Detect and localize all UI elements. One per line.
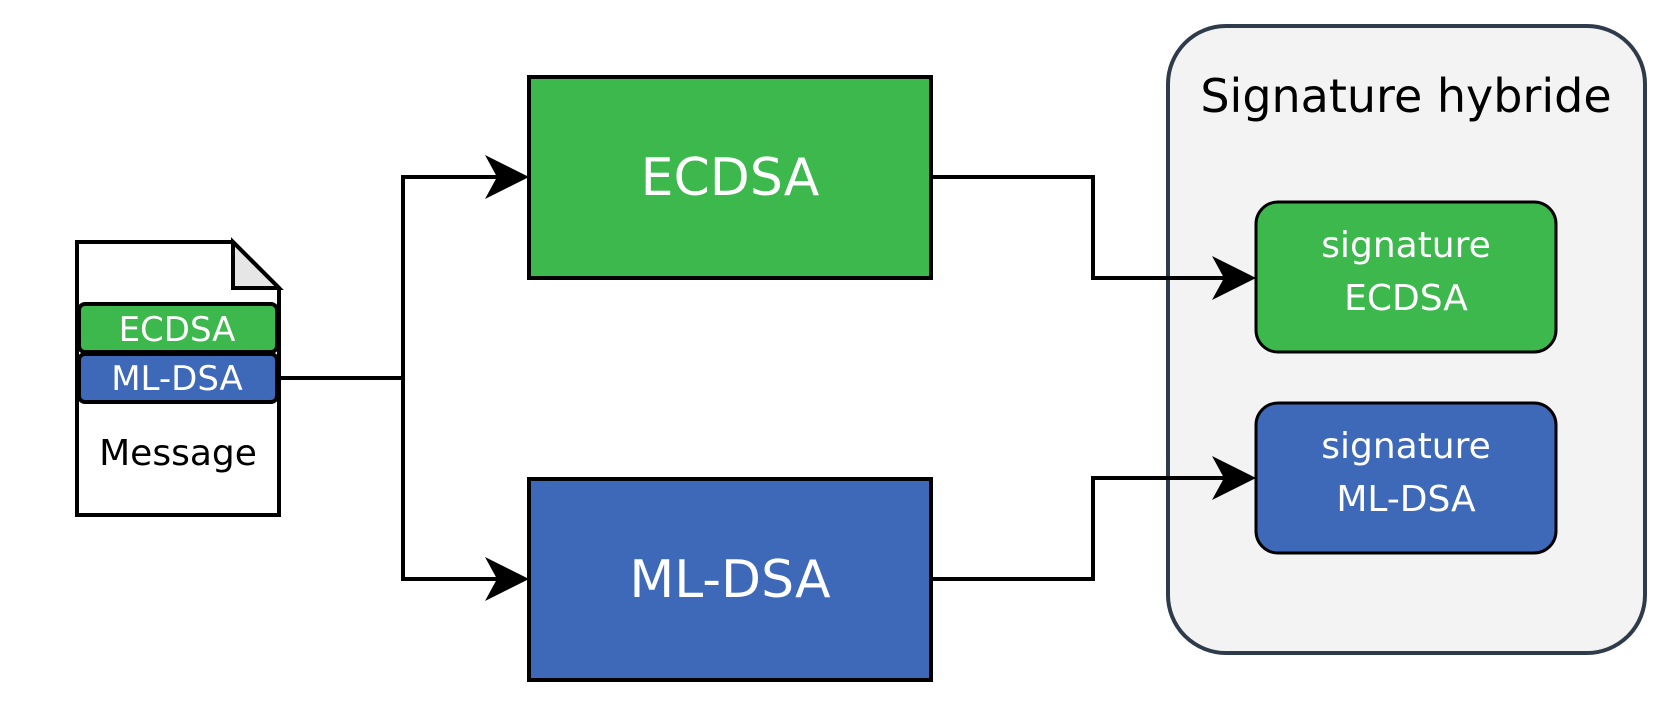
document-message-label: Message (99, 433, 257, 474)
arrowhead-to-mldsa (485, 557, 529, 601)
document-mldsa-tag-label: ML-DSA (111, 359, 243, 399)
split-to-ecdsa-connector (401, 175, 500, 378)
connectors (279, 175, 1230, 581)
signature-ecdsa-line2: ECDSA (1344, 278, 1468, 319)
arrowhead-to-ecdsa (485, 155, 529, 199)
signature-ecdsa-rect (1254, 200, 1558, 354)
signature-mldsa-box: signature ML-DSA (1254, 401, 1558, 555)
ecdsa-box-label: ECDSA (641, 148, 820, 208)
signature-ecdsa-box: signature ECDSA (1254, 200, 1558, 354)
signature-mldsa-line2: ML-DSA (1336, 479, 1476, 520)
arrowheads (485, 155, 1256, 601)
arrowhead-to-signature-mldsa (1212, 456, 1256, 500)
message-document: ECDSA ML-DSA Message (75, 237, 284, 517)
signature-ecdsa-line1: signature (1321, 225, 1491, 266)
arrowhead-to-signature-ecdsa (1212, 256, 1256, 300)
split-to-mldsa-connector (401, 378, 500, 581)
document-ecdsa-tag-label: ECDSA (119, 310, 236, 350)
mldsa-to-signature-connector (931, 476, 1230, 581)
signature-mldsa-line1: signature (1321, 426, 1491, 467)
ecdsa-algorithm-box: ECDSA (527, 75, 933, 280)
mldsa-box (527, 477, 933, 682)
panel-title: Signature hybride (1200, 69, 1611, 123)
document-mldsa-tag (77, 352, 279, 404)
document-corner-fold (231, 237, 284, 290)
ecdsa-to-signature-connector (931, 175, 1230, 280)
mldsa-box-label: ML-DSA (629, 550, 831, 610)
mldsa-algorithm-box: ML-DSA (527, 477, 933, 682)
